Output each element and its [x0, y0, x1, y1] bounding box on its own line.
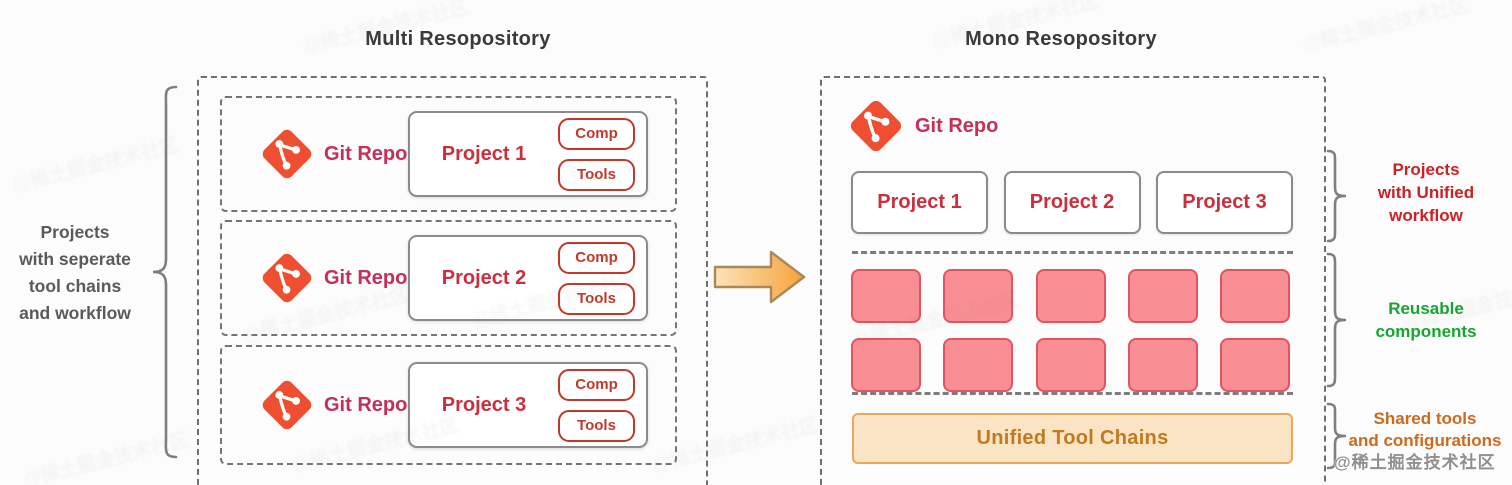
git-icon — [258, 249, 316, 307]
tag-column: Comp Tools — [558, 241, 635, 315]
mono-repo-title: Mono Resopository — [965, 28, 1157, 50]
side-label-line: with seperate — [19, 249, 131, 269]
mono-projects-row: Project 1 Project 2 Project 3 — [851, 171, 1293, 234]
git-repo-label: Git Repo — [324, 393, 408, 416]
components-brace — [1326, 252, 1347, 388]
annotation-shared-tools: Shared tools and configurations — [1338, 408, 1512, 452]
annotation-line: workflow — [1389, 206, 1463, 225]
multi-repo-side-label: Projects with seperate tool chains and w… — [4, 219, 146, 327]
project-card: Project 3 Comp Tools — [408, 362, 648, 448]
git-repo-label: Git Repo — [324, 142, 408, 165]
git-repo-label: Git Repo — [915, 114, 999, 137]
comp-tag: Comp — [558, 117, 635, 150]
component-block — [851, 338, 921, 392]
repo-row: Git Repo Project 2 Comp Tools — [220, 220, 677, 336]
tag-column: Comp Tools — [558, 368, 635, 442]
ghost-watermark: @稀土掘金技术社区 — [1300, 0, 1472, 57]
git-badge: Git Repo — [846, 96, 998, 156]
project-label: Project 3 — [441, 393, 527, 416]
left-group-brace — [152, 85, 178, 459]
annotation-projects-unified: Projects with Unified workflow — [1350, 158, 1502, 227]
component-block — [1127, 338, 1198, 392]
project-label: Project 1 — [441, 142, 527, 165]
git-badge: Git Repo — [258, 249, 407, 307]
side-label-line: Projects — [40, 222, 110, 242]
annotation-reusable-components: Reusable components — [1350, 297, 1502, 343]
watermark: @稀土掘金技术社区 — [1334, 453, 1496, 472]
annotation-line: with Unified — [1377, 183, 1475, 202]
component-row — [851, 338, 1290, 392]
reusable-components-grid — [851, 269, 1290, 392]
dashed-divider — [852, 392, 1293, 395]
mono-repo-group-box: Git Repo Project 1 Project 2 Project 3 U… — [820, 76, 1326, 485]
annotation-line: Reusable — [1388, 299, 1464, 318]
side-label-line: tool chains — [28, 276, 122, 296]
component-block — [1127, 269, 1198, 323]
component-block — [851, 269, 921, 323]
component-block — [943, 338, 1014, 392]
multi-repo-title: Multi Resopository — [365, 28, 551, 50]
component-block — [1220, 338, 1290, 392]
side-label-line: and workflow — [19, 303, 131, 323]
comp-tag: Comp — [558, 241, 635, 274]
git-icon — [258, 125, 316, 183]
git-repo-label: Git Repo — [324, 266, 408, 289]
project-card: Project 2 Comp Tools — [408, 235, 648, 321]
tag-column: Comp Tools — [558, 117, 635, 191]
component-block — [943, 269, 1014, 323]
project-box: Project 1 — [851, 171, 988, 234]
unified-toolchains-box: Unified Tool Chains — [852, 413, 1293, 464]
component-row — [851, 269, 1290, 323]
multi-repo-group-box: Git Repo Project 1 Comp Tools Git Repo P… — [197, 76, 708, 485]
component-block — [1035, 269, 1106, 323]
project-card: Project 1 Comp Tools — [408, 111, 648, 197]
git-icon — [846, 96, 906, 156]
transform-arrow-icon — [713, 250, 806, 304]
comp-tag: Comp — [558, 368, 635, 401]
project-label: Project 2 — [441, 266, 527, 289]
annotation-line: components — [1375, 322, 1477, 341]
project-box: Project 3 — [1156, 171, 1293, 234]
git-badge: Git Repo — [258, 125, 407, 183]
annotation-line: Projects — [1392, 160, 1460, 179]
dashed-divider — [852, 251, 1293, 254]
component-block — [1035, 338, 1106, 392]
git-badge: Git Repo — [258, 376, 407, 434]
annotation-line: Shared tools — [1373, 409, 1477, 428]
repo-row: Git Repo Project 1 Comp Tools — [220, 96, 677, 212]
tools-tag: Tools — [558, 158, 635, 191]
component-block — [1220, 269, 1290, 323]
shared-tools-brace — [1326, 402, 1347, 470]
tools-tag: Tools — [558, 409, 635, 442]
projects-brace — [1326, 149, 1347, 243]
git-icon — [258, 376, 316, 434]
project-box: Project 2 — [1003, 171, 1141, 234]
tools-tag: Tools — [558, 282, 635, 315]
annotation-line: and configurations — [1348, 431, 1502, 450]
repo-row: Git Repo Project 3 Comp Tools — [220, 345, 677, 465]
